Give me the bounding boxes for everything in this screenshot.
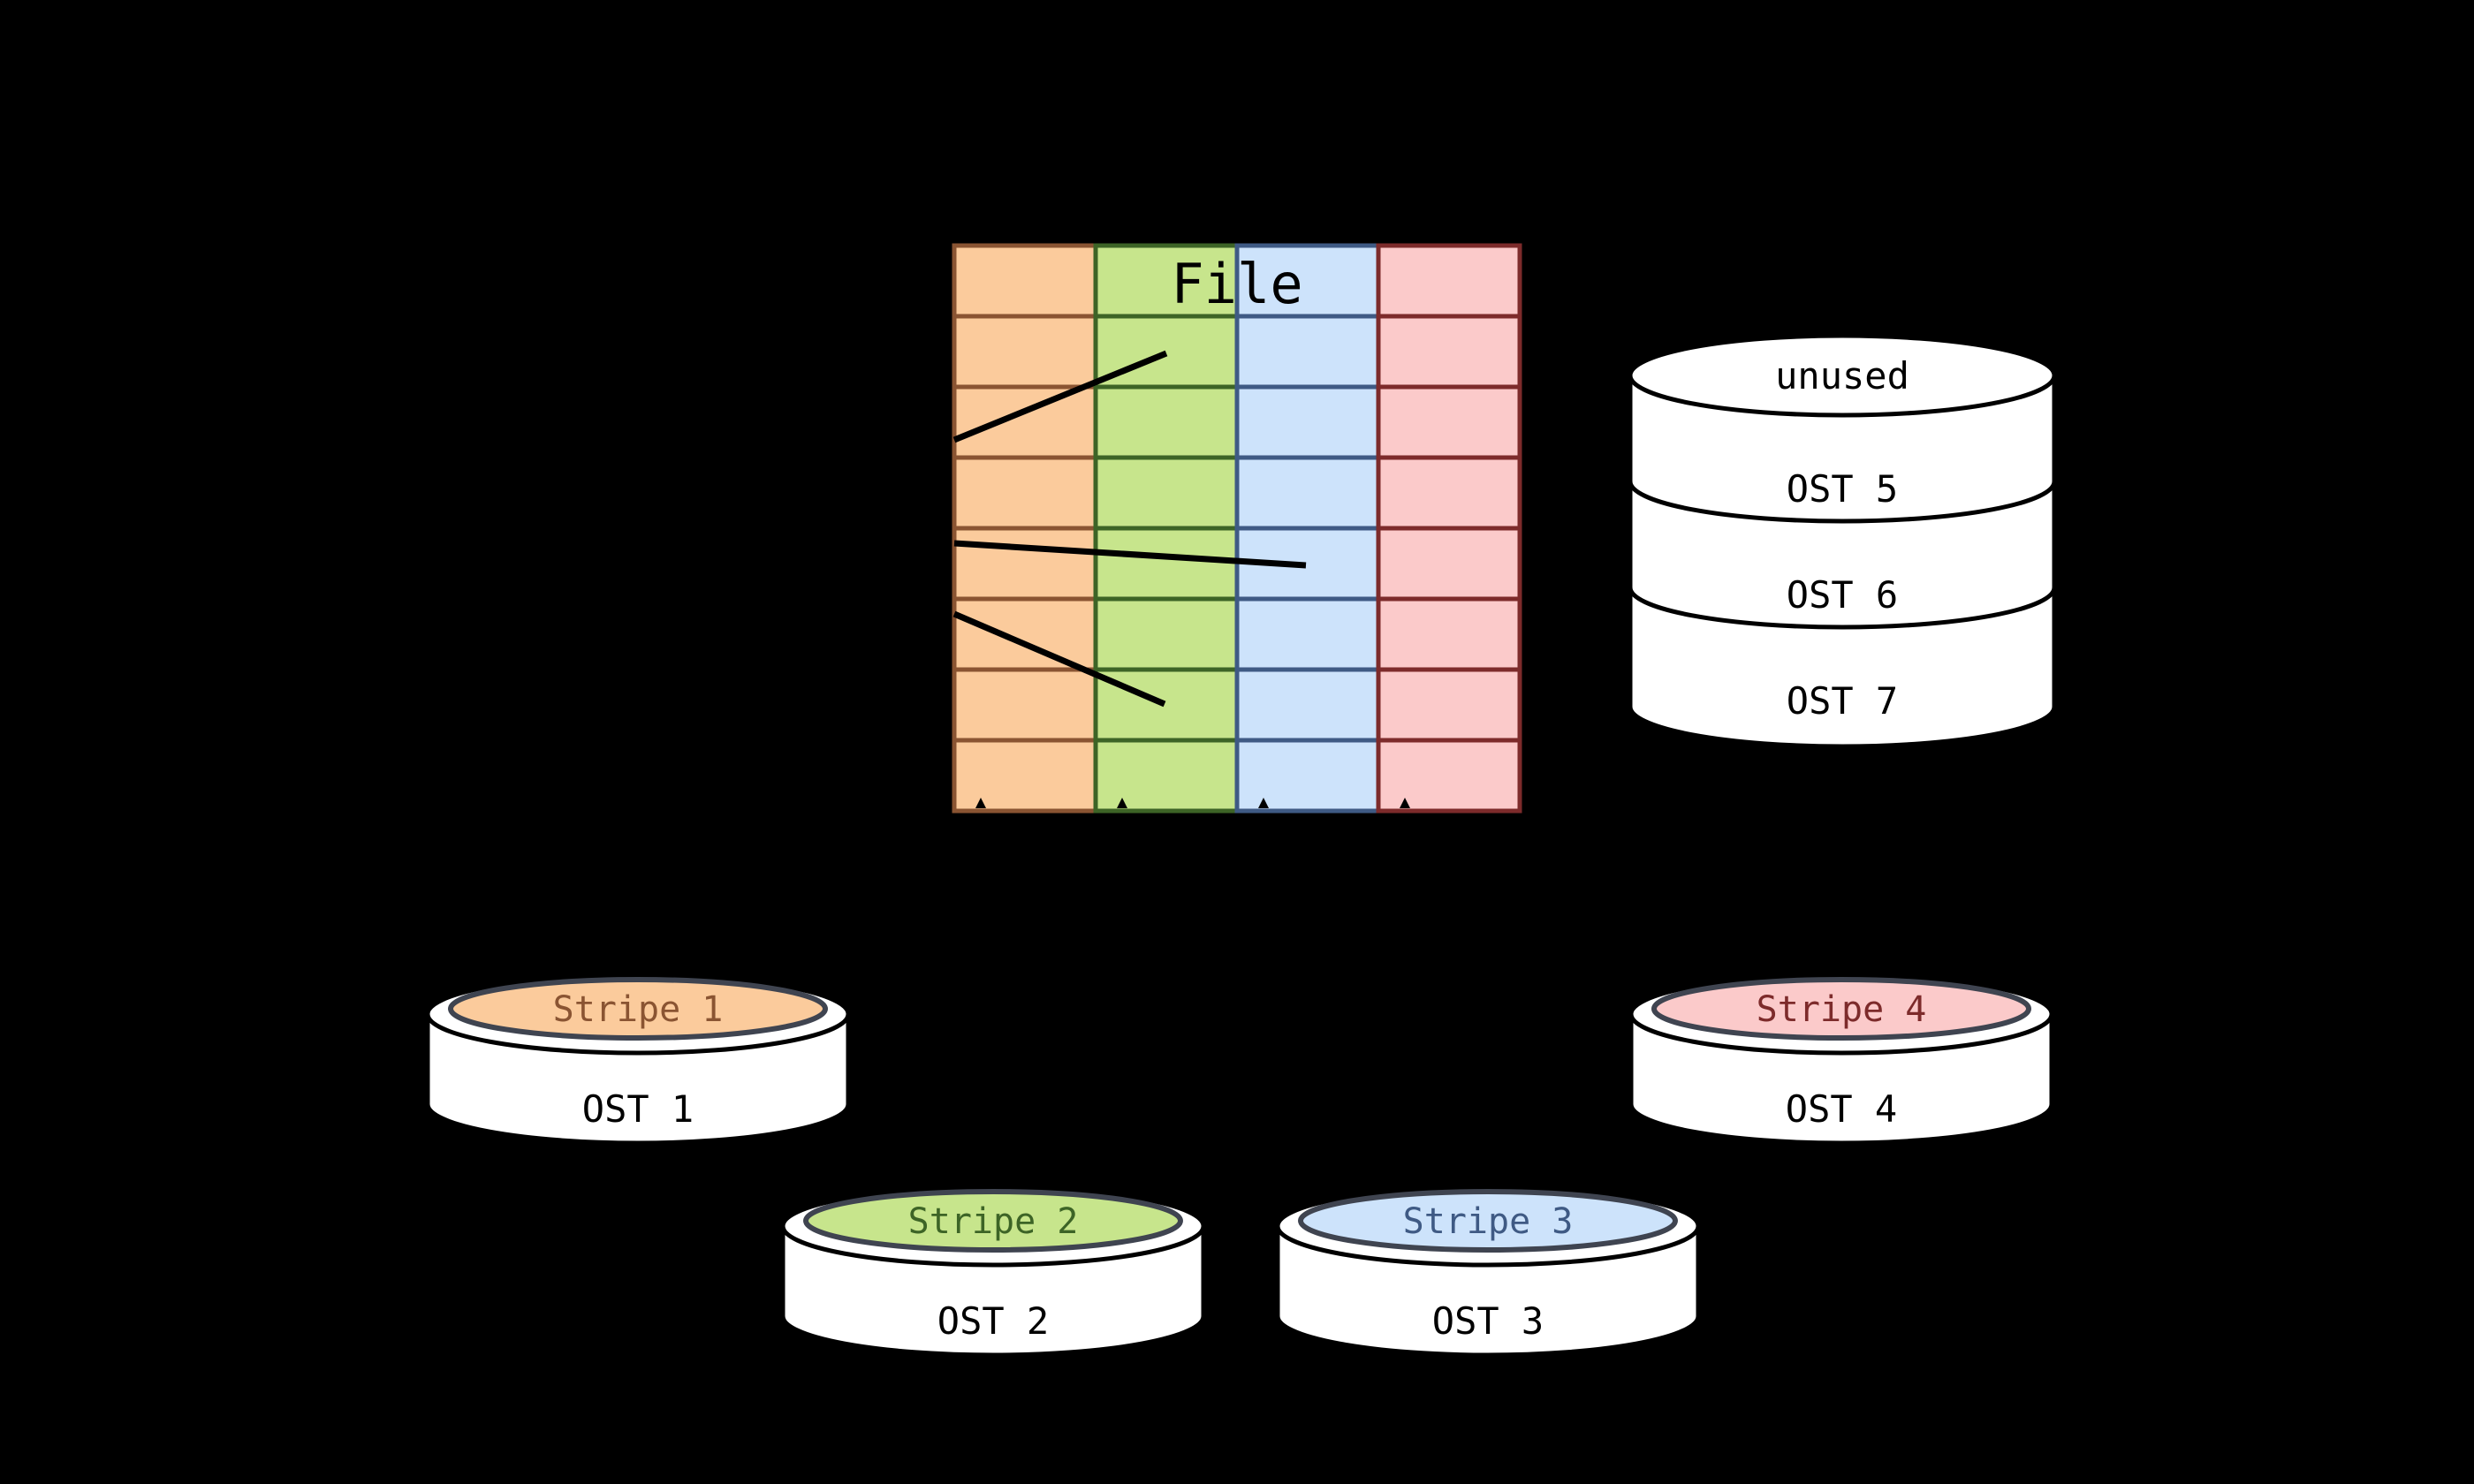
file-cell [1234, 738, 1381, 814]
file-cell [1093, 455, 1240, 531]
file-column-stripe-2 [1093, 243, 1240, 814]
ost-1-disk: Stripe 1 OST 1 [425, 973, 851, 1146]
arrowhead-stripe-1 [975, 798, 986, 808]
arrowhead-stripe-3 [1258, 798, 1269, 808]
ost-3-stripe-label: Stripe 3 [1403, 1201, 1574, 1242]
ost-2-label: OST 2 [937, 1299, 1049, 1343]
arrowhead-stripe-2 [1117, 798, 1127, 808]
file-column-stripe-3 [1234, 243, 1381, 814]
file-cell [952, 384, 1098, 460]
file-cell [1376, 314, 1522, 390]
ost-4-disk: Stripe 4 OST 4 [1628, 973, 2054, 1146]
file-cell [1376, 384, 1522, 460]
file-cell [1093, 596, 1240, 672]
file-cell [1376, 243, 1522, 319]
file-cell [1093, 738, 1240, 814]
file-cell [952, 667, 1098, 743]
file-column-stripe-1 [952, 243, 1098, 814]
file-cell [952, 314, 1098, 390]
file-column-stripe-4 [1376, 243, 1522, 814]
file-cell [1376, 667, 1522, 743]
ost-4-stripe-region [1651, 977, 2031, 1041]
file-cell [952, 738, 1098, 814]
ost-2-stripe-region [803, 1189, 1183, 1253]
file-block: File [952, 243, 1522, 814]
arrowhead-stripe-4 [1400, 798, 1410, 808]
ost-4-stripe-label: Stripe 4 [1757, 989, 1927, 1030]
file-cell [1234, 243, 1381, 319]
ost-1-stripe-region [448, 977, 828, 1041]
ost-2-stripe-label: Stripe 2 [908, 1201, 1079, 1242]
unused-stack-divider-1 [1628, 481, 2057, 524]
file-cell [1234, 667, 1381, 743]
file-cell [1234, 384, 1381, 460]
leader-lines [952, 350, 1307, 708]
file-cell [1093, 526, 1240, 602]
file-cell [1376, 526, 1522, 602]
file-cell [1234, 455, 1381, 531]
unused-stack-top [1628, 333, 2057, 418]
leader-line-1 [952, 350, 1168, 443]
unused-stack-label: unused [1775, 354, 1909, 398]
unused-ost-stack: unused OST 5 OST 6 OST 7 [1628, 333, 2057, 749]
stripe-arrowheads [975, 798, 1410, 808]
ost-3-stripe-region [1298, 1189, 1678, 1253]
unused-stack-body [1628, 373, 2057, 749]
file-cell [1376, 738, 1522, 814]
ost-2-disk: Stripe 2 OST 2 [780, 1185, 1206, 1358]
file-cell [1093, 384, 1240, 460]
file-cell [1376, 596, 1522, 672]
file-title: File [1171, 252, 1302, 316]
leader-line-2 [953, 540, 1307, 569]
file-cell [1234, 596, 1381, 672]
unused-stack-divider-2 [1628, 587, 2057, 630]
file-cell [1234, 314, 1381, 390]
file-cell [952, 526, 1098, 602]
file-cell [952, 243, 1098, 319]
ost-4-label: OST 4 [1786, 1087, 1897, 1131]
ost-3-label: OST 3 [1432, 1299, 1544, 1343]
leader-line-3 [952, 610, 1166, 708]
ost-1-label: OST 1 [582, 1087, 694, 1131]
file-cell [952, 596, 1098, 672]
file-cell [1376, 455, 1522, 531]
ost-3-disk: Stripe 3 OST 3 [1275, 1185, 1701, 1358]
file-cell [1093, 667, 1240, 743]
unused-stack-band-label-ost5: OST 5 [1787, 467, 1898, 511]
file-cell [1093, 243, 1240, 319]
unused-stack-band-label-ost7: OST 7 [1787, 679, 1898, 723]
ost-1-stripe-label: Stripe 1 [553, 989, 724, 1030]
unused-stack-band-label-ost6: OST 6 [1787, 573, 1898, 617]
file-cell [952, 455, 1098, 531]
